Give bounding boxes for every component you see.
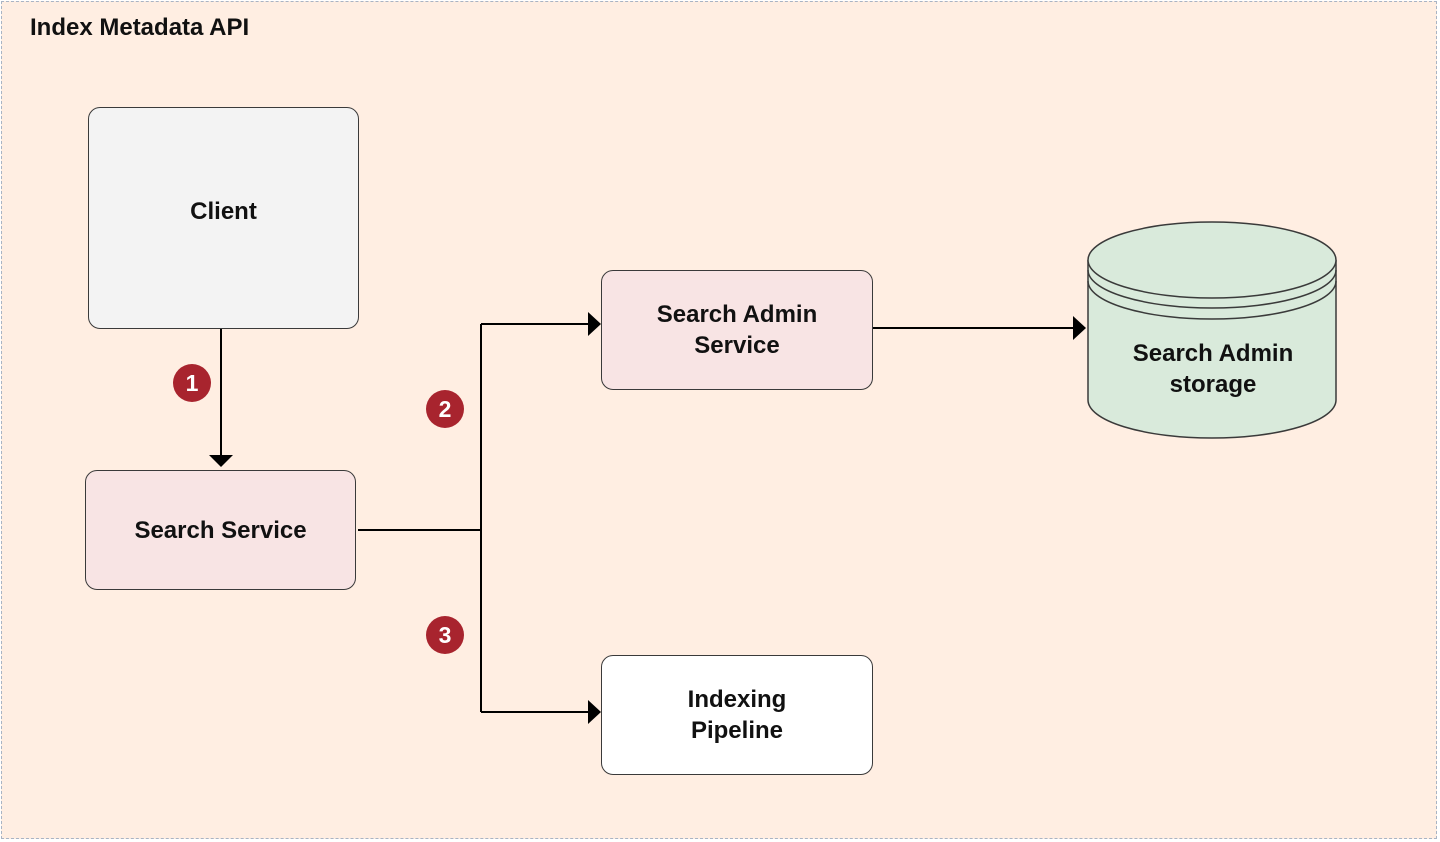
search-admin-storage-label: Search Admin storage — [1132, 340, 1294, 398]
search-admin-service-node: Search Admin Service — [601, 270, 873, 390]
client-label: Client — [190, 197, 257, 225]
arrowhead-admin-service — [588, 312, 601, 336]
indexing-pipeline-node: Indexing Pipeline — [601, 655, 873, 775]
arrowhead-storage — [1073, 316, 1086, 340]
indexing-pipeline-label: Indexing Pipeline — [687, 686, 787, 744]
storage-cylinder — [1087, 221, 1337, 439]
step-badge-3: 3 — [426, 616, 464, 654]
arrowhead-pipeline — [588, 700, 601, 724]
arrowhead-search-service — [209, 455, 233, 467]
step-badge-2: 2 — [426, 390, 464, 428]
step-badge-1: 1 — [173, 364, 211, 402]
search-admin-service-label: Search Admin Service — [656, 301, 818, 359]
search-service-label: Search Service — [134, 516, 307, 544]
search-service-node: Search Service — [85, 470, 356, 590]
client-node: Client — [88, 107, 359, 329]
frame-title: Index Metadata API — [30, 14, 250, 41]
